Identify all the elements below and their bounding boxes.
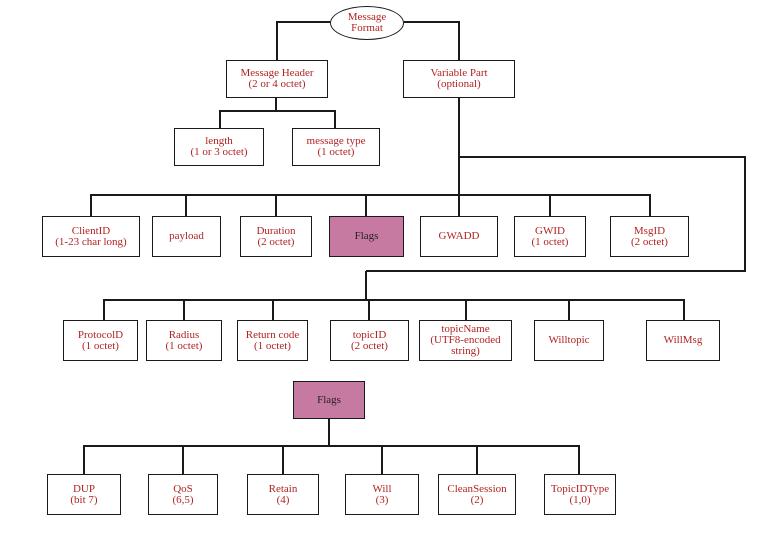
node-duration: Duration (2 octet) — [240, 216, 312, 257]
node-radius: Radius (1 octet) — [146, 320, 222, 361]
node-length: length (1 or 3 octet) — [174, 128, 264, 166]
root-node-message-format: Message Format — [330, 6, 404, 40]
node-flag-dup: DUP (bit 7) — [47, 474, 121, 515]
node-flag-retain: Retain (4) — [247, 474, 319, 515]
node-message-type: message type (1 octet) — [292, 128, 380, 166]
node-gwid: GWID (1 octet) — [514, 216, 586, 257]
node-protocol-id: ProtocolD (1 octet) — [63, 320, 138, 361]
node-gwadd: GWADD — [420, 216, 498, 257]
node-flag-will: Will (3) — [345, 474, 419, 515]
node-flag-qos: QoS (6,5) — [148, 474, 218, 515]
node-flag-topic-id-type: TopicIDType (1,0) — [544, 474, 616, 515]
node-flags-detail: Flags — [293, 381, 365, 419]
node-flag-clean-session: CleanSession (2) — [438, 474, 516, 515]
node-message-header: Message Header (2 or 4 octet) — [226, 60, 328, 98]
node-payload: payload — [152, 216, 221, 257]
node-client-id: ClientID (1-23 char long) — [42, 216, 140, 257]
node-topic-id: topicID (2 octet) — [330, 320, 409, 361]
node-topic-name: topicName (UTF8-encoded string) — [419, 320, 512, 361]
node-will-topic: Willtopic — [534, 320, 604, 361]
node-return-code: Return code (1 octet) — [237, 320, 308, 361]
node-msg-id: MsgID (2 octet) — [610, 216, 689, 257]
node-will-msg: WillMsg — [646, 320, 720, 361]
connector-variable-branch — [366, 156, 746, 272]
node-flags: Flags — [329, 216, 404, 257]
node-variable-part: Variable Part (optional) — [403, 60, 515, 98]
